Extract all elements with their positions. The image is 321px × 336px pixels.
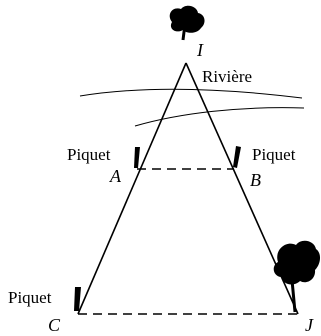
stake-C-icon (74, 287, 81, 311)
river-bank-lower (134, 107, 305, 127)
stake-label-left: Piquet (67, 145, 111, 164)
tree-top-icon (169, 5, 205, 41)
stake-label-right: Piquet (252, 145, 296, 164)
point-label-A: A (109, 166, 122, 186)
river-label: Rivière (202, 67, 252, 86)
stake-label-bottom: Piquet (8, 288, 52, 307)
line-IC (77, 62, 187, 315)
point-label-B: B (250, 170, 261, 190)
point-label-J: J (305, 315, 314, 335)
stake-B-icon (233, 146, 241, 168)
river-bank-upper (79, 88, 303, 99)
tree-bottom-icon (273, 240, 321, 313)
point-label-I: I (196, 40, 204, 60)
point-label-C: C (48, 315, 61, 335)
stake-A-icon (134, 147, 140, 168)
